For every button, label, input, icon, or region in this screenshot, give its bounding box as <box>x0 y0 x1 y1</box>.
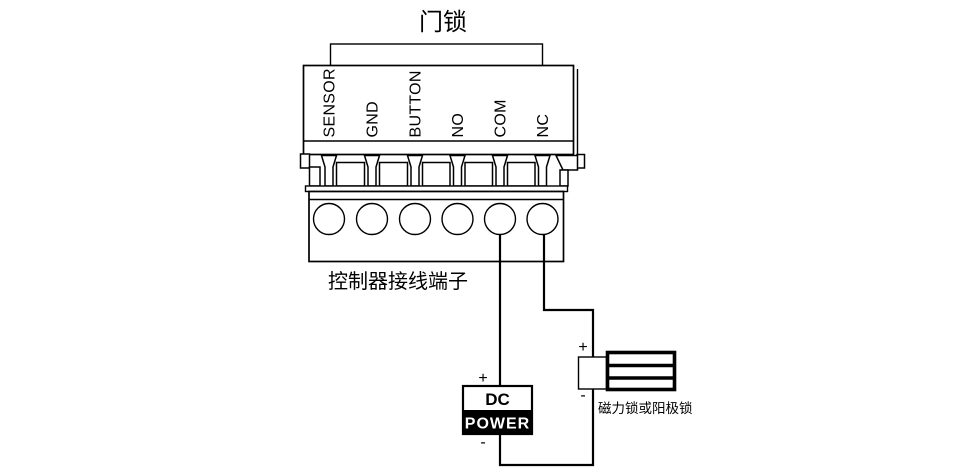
dc-plus-sign: + <box>478 370 487 387</box>
terminal-label-com: COM <box>493 99 510 137</box>
connector-pins <box>299 153 586 187</box>
terminal-hole-no <box>441 202 474 236</box>
terminal-label-no: NO <box>450 113 467 138</box>
terminal-hole-button <box>398 202 432 236</box>
terminal-hole-com <box>483 202 517 236</box>
lock-armature-plate <box>577 356 608 390</box>
lock-plus-sign: + <box>578 339 587 356</box>
pin-no <box>448 154 467 187</box>
pin-com <box>491 154 509 187</box>
terminal-label-sensor: SENSOR <box>322 68 339 137</box>
terminal-block: SENSOR GND BUTTON NO COM NC <box>302 64 579 156</box>
magnetic-lock: + - 磁力锁或阳极锁 <box>577 339 693 416</box>
lock-minus-sign: - <box>580 387 585 404</box>
lock-label: 磁力锁或阳极锁 <box>598 401 693 416</box>
pin-gnd <box>363 154 381 187</box>
dc-minus-sign: - <box>480 434 485 451</box>
lock-body <box>605 350 677 392</box>
controller-terminal-caption: 控制器接线端子 <box>328 270 468 293</box>
wiring-terminal-box <box>304 185 569 263</box>
pin-nc <box>533 154 552 187</box>
door-lock-bracket <box>329 43 544 69</box>
terminal-label-button: BUTTON <box>408 70 425 137</box>
power-label: POWER <box>465 416 530 433</box>
wire-dc-minus-to-lock-minus <box>498 389 595 467</box>
dc-power-supply: + DC POWER - <box>461 370 534 451</box>
wire-nc-to-lock-plus <box>542 234 595 357</box>
pin-sensor <box>320 154 338 187</box>
dc-label: DC <box>485 390 510 409</box>
pin-button <box>406 154 424 187</box>
terminal-hole-nc <box>526 202 559 236</box>
terminal-hole-sensor <box>312 202 346 236</box>
terminal-label-nc: NC <box>535 114 552 138</box>
door-lock-title: 门锁 <box>419 9 467 36</box>
terminal-holes <box>312 202 559 236</box>
terminal-hole-gnd <box>355 202 389 236</box>
terminal-label-gnd: GND <box>365 101 382 137</box>
